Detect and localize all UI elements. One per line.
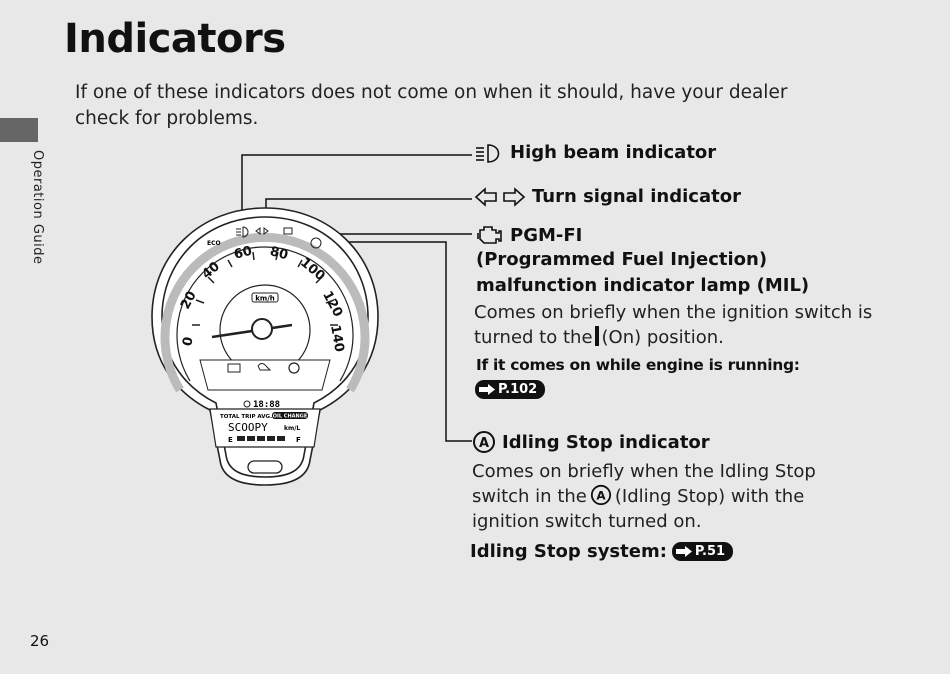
pgm-fi-line2: (Programmed Fuel Injection) — [476, 249, 768, 270]
lcd-text: SCOOPY — [228, 421, 268, 434]
pgm-fi-heading: PGM-FI — [476, 224, 582, 246]
svg-text:A: A — [479, 436, 489, 451]
fuel-e: E — [228, 436, 233, 444]
page-title: Indicators — [64, 16, 286, 62]
section-tab — [0, 118, 38, 142]
turn-signal-heading: Turn signal indicator — [474, 186, 741, 207]
unit-badge: km/h — [255, 295, 275, 303]
arrow-right-icon — [479, 384, 495, 395]
idling-stop-heading: A Idling Stop indicator — [472, 430, 710, 454]
turn-signal-label: Turn signal indicator — [532, 186, 741, 207]
idling-stop-description: Comes on briefly when the Idling Stop sw… — [472, 461, 816, 532]
section-label: Operation Guide — [30, 150, 45, 265]
eco-label: ECO — [207, 240, 221, 247]
pgm-fi-running-note: If it comes on while engine is running: — [476, 356, 800, 374]
trip-label: TOTAL TRIP AVG. — [220, 414, 272, 420]
speedometer-illustration: 0 20 40 60 80 100 120 140 km/h 18:88 TOT… — [151, 207, 379, 486]
pgm-fi-page-ref[interactable]: P.102 — [475, 379, 546, 399]
idling-stop-system-label: Idling Stop system: — [470, 541, 667, 562]
on-position-icon — [594, 326, 599, 346]
arrow-right-icon — [675, 546, 692, 557]
clock-display: 18:88 — [253, 400, 280, 410]
pgm-fi-line3: malfunction indicator lamp (MIL) — [476, 275, 810, 296]
idling-stop-system-ref: Idling Stop system: P.51 — [470, 541, 734, 562]
engine-icon — [477, 226, 502, 244]
pgm-fi-label: PGM-FI — [510, 224, 583, 246]
high-beam-label: High beam indicator — [510, 142, 717, 163]
page-number: 26 — [30, 632, 50, 650]
idling-stop-icon: A — [473, 431, 495, 453]
svg-text:A: A — [596, 489, 606, 503]
oil-label: OIL CHANGE — [273, 414, 308, 420]
speed-80: 80 — [268, 244, 289, 263]
idling-stop-switch-icon: A — [590, 484, 611, 506]
intro-text: If one of these indicators does not come… — [75, 82, 788, 129]
turn-signal-icon — [474, 186, 526, 207]
high-beam-icon — [476, 143, 500, 163]
idling-stop-page-ref[interactable]: P.51 — [671, 542, 734, 561]
speed-0: 0 — [180, 336, 196, 348]
idling-stop-label: Idling Stop indicator — [502, 431, 710, 453]
high-beam-heading: High beam indicator — [474, 142, 716, 163]
pgm-fi-description: Comes on briefly when the ignition switc… — [474, 302, 873, 348]
fuel-f: F — [296, 436, 301, 444]
lcd-unit: km/L — [284, 425, 300, 432]
speed-60: 60 — [232, 244, 253, 263]
speed-140: 140 — [327, 324, 346, 353]
